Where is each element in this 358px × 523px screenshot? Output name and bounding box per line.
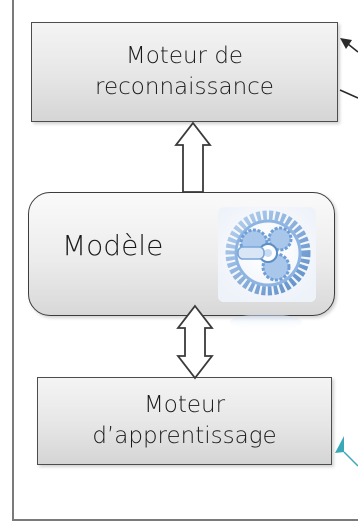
recognition-engine-line1: Moteur de [125,42,244,69]
learning-engine-box: Moteur d’apprentissage [37,377,332,465]
learning-engine-line1: Moteur [143,391,226,418]
recognition-engine-line2: reconnaissance [95,74,274,100]
learning-engine-line2: d’apprentissage [92,423,277,449]
model-label: Modèle [62,229,164,262]
model-box: Modèle [28,192,335,316]
recognition-engine-box: Moteur de reconnaissance [31,22,338,122]
gear-icon [218,207,316,302]
